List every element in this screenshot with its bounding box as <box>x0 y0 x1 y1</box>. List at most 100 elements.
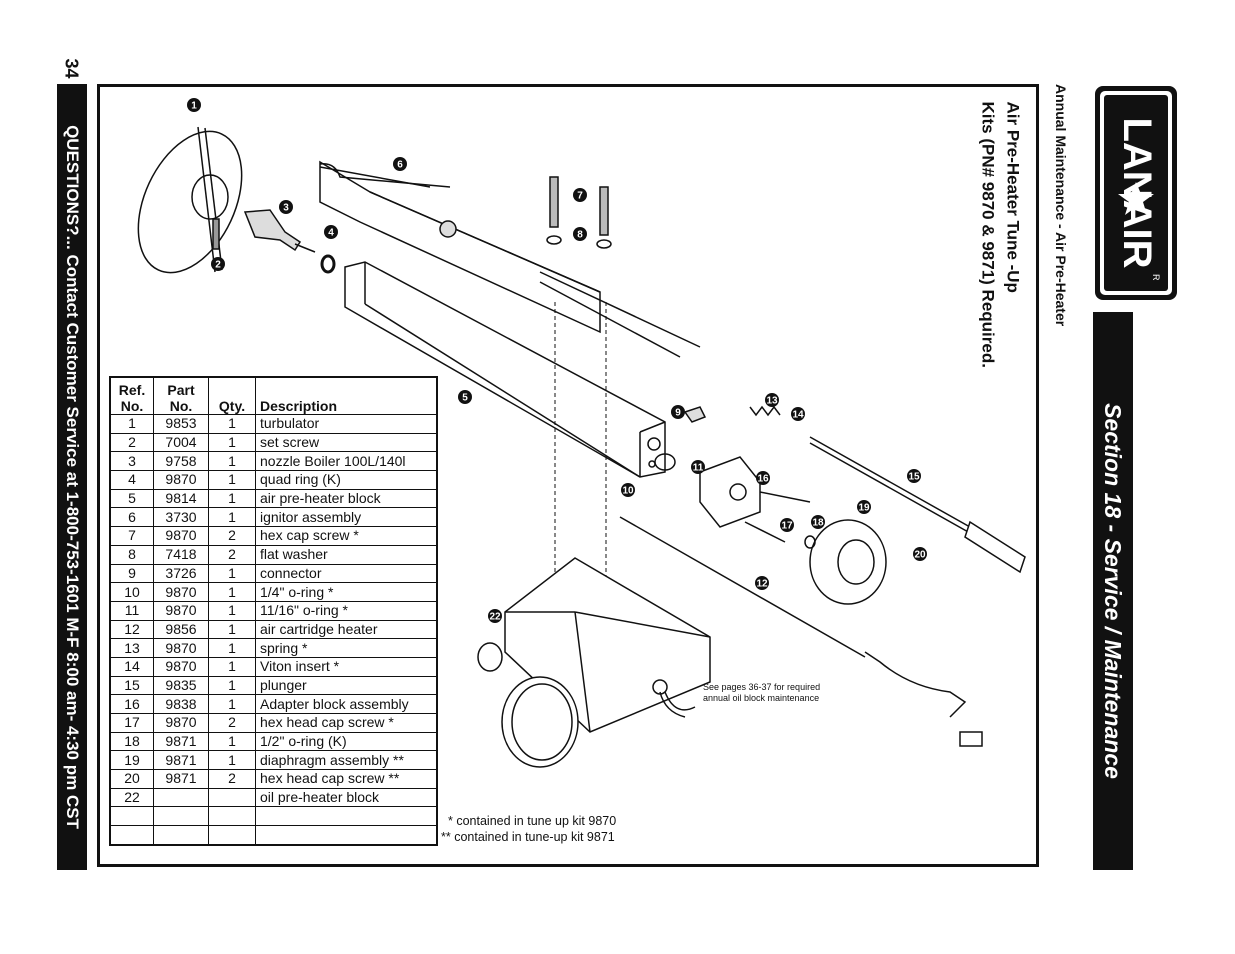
callout-7: 7 <box>573 188 587 202</box>
svg-text:20: 20 <box>914 550 926 561</box>
connector-drawing <box>654 406 707 471</box>
callout-22: 22 <box>488 609 502 623</box>
registered-mark: R <box>1151 274 1161 281</box>
svg-text:8: 8 <box>577 230 583 241</box>
adapter-block-drawing <box>699 456 811 543</box>
oil-note-line-1: See pages 36-37 for required <box>703 682 821 692</box>
callout-4: 4 <box>324 225 338 239</box>
svg-text:22: 22 <box>489 612 501 623</box>
diagram-frame <box>97 84 1039 867</box>
table-row <box>109 806 438 827</box>
callout-14: 14 <box>791 407 805 421</box>
svg-text:15: 15 <box>908 472 920 483</box>
kit-title-line-1: Air Pre-Heater Tune -Up <box>1003 101 1023 293</box>
svg-text:14: 14 <box>792 410 804 421</box>
star-icon <box>1118 182 1154 215</box>
callout-11: 11 <box>691 460 705 474</box>
subheading: Annual Maintenance - Air Pre-Heater <box>1048 84 1074 394</box>
air-preheater-block-drawing <box>344 261 666 478</box>
svg-text:18: 18 <box>812 518 824 529</box>
turbulator-drawing <box>137 126 243 274</box>
diaphragm-drawing <box>804 519 887 605</box>
kit-notes: * contained in tune up kit 9870 ** conta… <box>441 813 616 845</box>
description-header: Description <box>255 376 438 415</box>
callout-16: 16 <box>756 471 770 485</box>
callout-13: 13 <box>765 393 779 407</box>
svg-text:7: 7 <box>577 191 583 202</box>
callout-19: 19 <box>857 500 871 514</box>
callout-18: 18 <box>811 515 825 529</box>
exploded-parts-diagram: 1 2 3 4 5 6 7 8 9 10 11 12 13 14 15 16 1… <box>137 98 1026 768</box>
oil-note-line-2: annual oil block maintenance <box>703 693 820 703</box>
callout-2: 2 <box>211 257 225 271</box>
section-title: Section 18 - Service / Maintenance <box>1100 403 1126 779</box>
ref-header: Ref.No. <box>109 376 154 415</box>
svg-text:19: 19 <box>858 503 870 514</box>
svg-text:12: 12 <box>756 579 768 590</box>
oil-block-note: See pages 36-37 for required annual oil … <box>703 682 820 704</box>
callout-1: 1 <box>187 98 201 112</box>
callout-12: 12 <box>755 576 769 590</box>
svg-text:16: 16 <box>757 474 769 485</box>
bolt-drawing <box>546 176 612 249</box>
callout-17: 17 <box>780 518 794 532</box>
cartridge-heater-drawing <box>619 516 983 747</box>
quad-ring-drawing <box>320 254 336 274</box>
svg-text:2: 2 <box>215 260 221 271</box>
note-kit-9871: ** contained in tune-up kit 9871 <box>441 830 615 844</box>
svg-text:11: 11 <box>693 463 704 474</box>
callout-3: 3 <box>279 200 293 214</box>
svg-text:1: 1 <box>191 101 197 112</box>
plunger-drawing <box>749 405 1026 574</box>
qty-header: Qty. <box>208 376 256 415</box>
callout-8: 8 <box>573 227 587 241</box>
svg-text:6: 6 <box>397 160 403 171</box>
callout-5: 5 <box>458 390 472 404</box>
svg-text:17: 17 <box>781 521 793 532</box>
svg-text:9: 9 <box>675 408 681 419</box>
table-row <box>109 825 438 846</box>
note-kit-9870: * contained in tune up kit 9870 <box>448 814 617 828</box>
contact-bar: QUESTIONS?... Contact Customer Service a… <box>57 84 87 870</box>
page-number: 34 <box>61 58 82 79</box>
svg-text:3: 3 <box>283 203 289 214</box>
svg-text:4: 4 <box>328 228 334 239</box>
svg-text:13: 13 <box>766 396 778 407</box>
oil-preheater-block-drawing <box>477 557 711 768</box>
callout-6: 6 <box>393 157 407 171</box>
callout-markers: 1 2 3 4 5 6 7 8 9 10 11 12 13 14 15 16 1… <box>187 98 927 623</box>
section-bar: Section 18 - Service / Maintenance <box>1093 312 1133 870</box>
lanair-logo: LANAIR R <box>1093 84 1179 302</box>
ignitor-drawing <box>319 160 701 358</box>
svg-text:5: 5 <box>462 393 468 404</box>
callout-20: 20 <box>913 547 927 561</box>
nozzle-drawing <box>243 209 316 253</box>
subheading-text: Annual Maintenance - Air Pre-Heater <box>1053 84 1069 327</box>
callout-9: 9 <box>671 405 685 419</box>
svg-text:10: 10 <box>622 486 634 497</box>
